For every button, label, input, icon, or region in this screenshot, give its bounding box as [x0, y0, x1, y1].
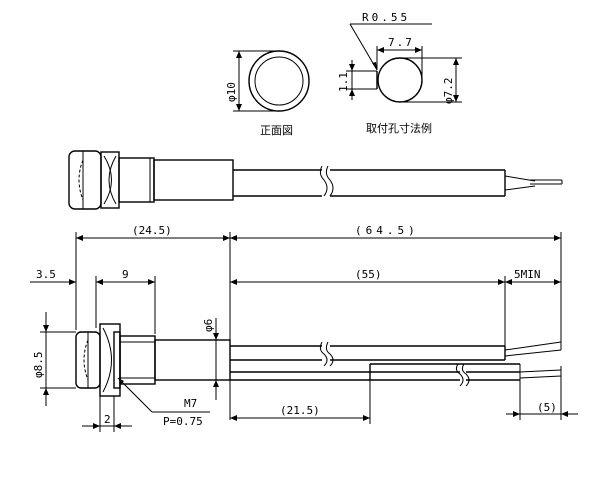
- overall-lead-dim: (64.5): [355, 224, 419, 237]
- dimensioned-view: (24.5) (64.5) 3.5 9 (55) 5MIN: [30, 224, 578, 432]
- side-view: [68, 150, 563, 210]
- lead-span-dim: (55): [355, 268, 382, 281]
- body-dia-dim: φ6: [202, 319, 215, 332]
- cap-depth-dim: 3.5: [36, 268, 56, 281]
- hole-flat-label: 1.1: [337, 72, 350, 92]
- hole-radius-label: R0.55: [362, 11, 410, 24]
- front-view-caption: 正面図: [260, 124, 293, 137]
- sleeve-dim: (21.5): [280, 404, 320, 417]
- hole-circle: [377, 57, 423, 103]
- hole-height-label: φ7.2: [442, 78, 455, 105]
- flange-dim: 2: [104, 413, 111, 426]
- front-outer-circle: [248, 50, 310, 112]
- tip-dim: (5): [537, 401, 557, 414]
- front-inner-circle: [254, 56, 304, 106]
- lead-min-dim: 5MIN: [514, 268, 541, 281]
- overall-body-dim: (24.5): [132, 224, 172, 237]
- side-cap: [68, 150, 102, 210]
- thread-span-dim: 9: [122, 268, 129, 281]
- cap-dia-dim: φ8.5: [32, 352, 45, 379]
- front-diameter-label: φ10: [225, 82, 238, 102]
- mounting-hole-caption: 取付孔寸法例: [366, 121, 432, 135]
- front-view: φ10 正面図: [225, 50, 310, 137]
- hole-width-label: 7.7: [388, 36, 414, 49]
- pitch-spec-label: P=0.75: [163, 415, 203, 428]
- thread-spec-label: M7: [184, 397, 197, 410]
- mounting-hole-view: R0.55 7.7 φ7.2 1.1 取付孔寸法例: [337, 11, 462, 135]
